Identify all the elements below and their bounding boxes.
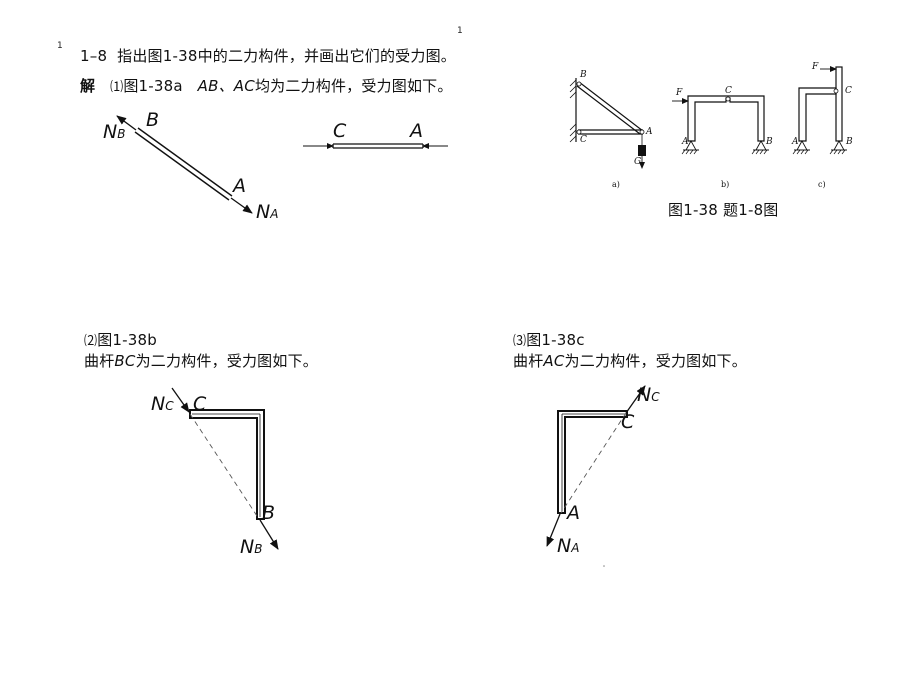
label-nb-bc-main: N xyxy=(240,536,255,558)
part3-member: AC xyxy=(543,352,565,370)
label-ac2-point-a: A xyxy=(567,502,580,524)
fig-c-label-a: A xyxy=(792,137,799,147)
label-na-ac: NA xyxy=(557,535,579,557)
member-ac xyxy=(332,143,424,149)
label-point-b: B xyxy=(146,109,160,131)
figure-1-38a xyxy=(569,78,646,169)
label-nc-bc-main: N xyxy=(151,393,166,415)
fig-b-label-a: A xyxy=(682,137,689,147)
part3-prefix: 曲杆 xyxy=(513,352,544,370)
part2-text-line: 曲杆BC为二力构件，受力图如下。 xyxy=(84,350,318,371)
part1-text: 均为二力构件，受力图如下。 xyxy=(254,77,453,95)
fig-sub-label-b: b) xyxy=(721,180,730,189)
page-number-top: 1 xyxy=(457,26,463,36)
fig-a-label-c: C xyxy=(580,135,587,145)
part3-index: ⑶ xyxy=(513,334,527,349)
part2-index: ⑵ xyxy=(84,334,98,349)
figure-caption: 图1-38 题1-8图 xyxy=(668,201,779,219)
label-nb-bc: NB xyxy=(240,536,262,558)
part1-index: ⑴ xyxy=(110,80,124,95)
label-bc-point-c: C xyxy=(193,393,207,415)
problem-number: 1–8 xyxy=(80,47,108,65)
line-of-action-bc xyxy=(189,413,260,520)
label-nb-sub: B xyxy=(117,127,126,141)
label-nb: NB xyxy=(103,121,125,143)
fig-sub-label-c: c) xyxy=(818,180,826,189)
part1-ref: 图1-38a xyxy=(123,77,183,95)
figure-1-38b xyxy=(672,95,769,155)
fig-c-label-b: B xyxy=(846,137,853,147)
fig-a-label-a: A xyxy=(646,127,653,137)
member-bc xyxy=(189,409,265,520)
label-na: NA xyxy=(256,201,278,223)
fig-c-label-f: F xyxy=(812,62,819,72)
force-arrow-na xyxy=(230,197,253,214)
part1-members: AB、AC xyxy=(197,77,255,95)
force-arrow-nc-ac xyxy=(625,385,646,414)
label-nc-ac-main: N xyxy=(637,384,652,406)
label-point-a: A xyxy=(233,175,246,197)
fig-b-label-b: B xyxy=(766,137,773,147)
label-nc-ac: NC xyxy=(637,384,660,406)
member-ab xyxy=(134,127,233,201)
part3-text-line: 曲杆AC为二力构件，受力图如下。 xyxy=(513,350,747,371)
label-nc-bc-sub: C xyxy=(165,399,174,413)
fig-a-label-b: B xyxy=(580,70,587,80)
label-na-main: N xyxy=(256,201,271,223)
fig-a-label-g: G xyxy=(634,157,642,167)
fig-c-label-c: C xyxy=(845,86,852,96)
force-arrow-nb-bc xyxy=(259,519,279,550)
fig-b-label-c: C xyxy=(725,86,732,96)
part3-heading: ⑶图1-38c xyxy=(513,329,585,350)
part3-ref: 图1-38c xyxy=(526,331,585,349)
label-ac-point-c: C xyxy=(333,120,347,142)
label-nb-bc-sub: B xyxy=(254,542,263,556)
part3-text: 为二力构件，受力图如下。 xyxy=(564,352,747,370)
part2-heading: ⑵图1-38b xyxy=(84,329,157,350)
label-na-ac-sub: A xyxy=(571,541,580,555)
label-ac-point-a: A xyxy=(410,120,423,142)
label-na-ac-main: N xyxy=(557,535,572,557)
label-ac2-point-c: C xyxy=(621,411,635,433)
label-bc-point-b: B xyxy=(262,502,276,524)
problem-text: 指出图1-38中的二力构件，并画出它们的受力图。 xyxy=(117,47,456,65)
solution-part1: 解 ⑴图1-38a AB、AC均为二力构件，受力图如下。 xyxy=(80,75,453,96)
member-ac-curved xyxy=(557,410,628,514)
figure-1-38c xyxy=(792,66,847,155)
fig-sub-label-a: a) xyxy=(612,180,620,189)
part2-prefix: 曲杆 xyxy=(84,352,115,370)
force-arrow-na-ac xyxy=(546,513,561,547)
label-na-sub: A xyxy=(270,207,279,221)
problem-statement: 1–8 指出图1-38中的二力构件，并画出它们的受力图。 xyxy=(80,45,456,66)
part2-text: 为二力构件，受力图如下。 xyxy=(135,352,318,370)
fig-b-label-f: F xyxy=(676,88,683,98)
line-of-action-ac xyxy=(560,412,627,514)
label-nc-bc: NC xyxy=(151,393,174,415)
solution-label: 解 xyxy=(80,77,96,95)
force-arrow-nc-bc xyxy=(171,387,190,413)
part2-ref: 图1-38b xyxy=(97,331,157,349)
label-nb-main: N xyxy=(103,121,118,143)
label-nc-ac-sub: C xyxy=(651,390,660,404)
page-number-left: 1 xyxy=(57,41,63,51)
part2-member: BC xyxy=(114,352,136,370)
force-arrow-nb xyxy=(116,115,137,131)
